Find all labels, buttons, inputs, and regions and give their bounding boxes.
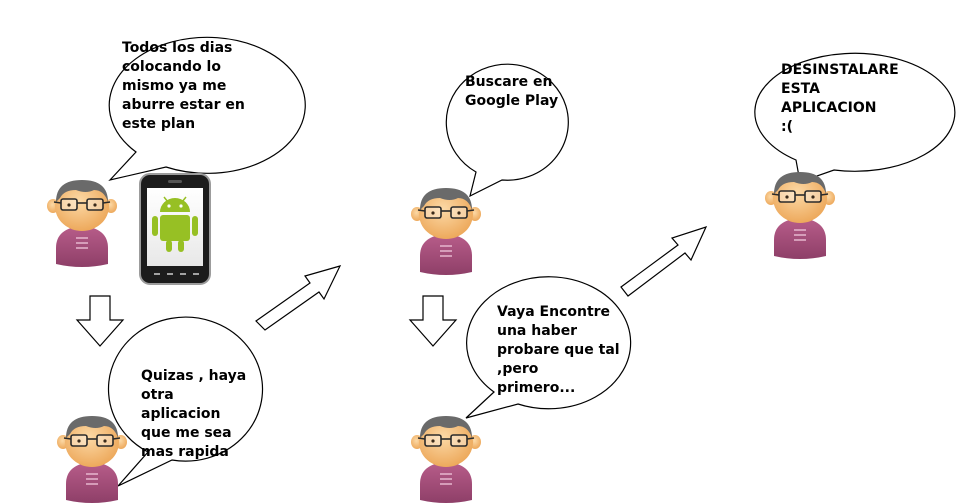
- speech-text-scene4: Vaya Encontre una haber probare que tal …: [497, 304, 620, 396]
- person-icon-scene5: [764, 171, 836, 260]
- smartphone-icon: [139, 173, 211, 285]
- speech-text-scene1: Todos los dias colocando lo mismo ya me …: [122, 40, 245, 132]
- speech-text-scene5: DESINSTALARE ESTA APLICACION :(: [781, 62, 899, 135]
- arrow-diagonal-icon-2: [620, 226, 708, 297]
- arrow-down-icon-middle: [409, 295, 457, 347]
- arrow-down-icon-left: [76, 295, 124, 347]
- speech-bubble-scene3: [445, 63, 569, 198]
- person-icon-scene3: [410, 187, 482, 276]
- android-robot-icon: [152, 196, 198, 252]
- speech-bubble-scene2: [107, 316, 264, 487]
- speech-text-scene3: Buscare en Google Play: [465, 74, 559, 109]
- speech-bubble-scene4: [465, 276, 632, 419]
- arrow-diagonal-icon-1: [255, 265, 342, 331]
- person-icon-scene2: [56, 415, 128, 504]
- person-icon-scene4: [410, 415, 482, 504]
- speech-bubble-scene5: [754, 52, 956, 183]
- speech-text-scene2: Quizas , haya otra aplicacion que me sea…: [141, 368, 247, 460]
- person-icon-scene1: [46, 179, 118, 268]
- speech-bubble-scene1: [108, 36, 306, 182]
